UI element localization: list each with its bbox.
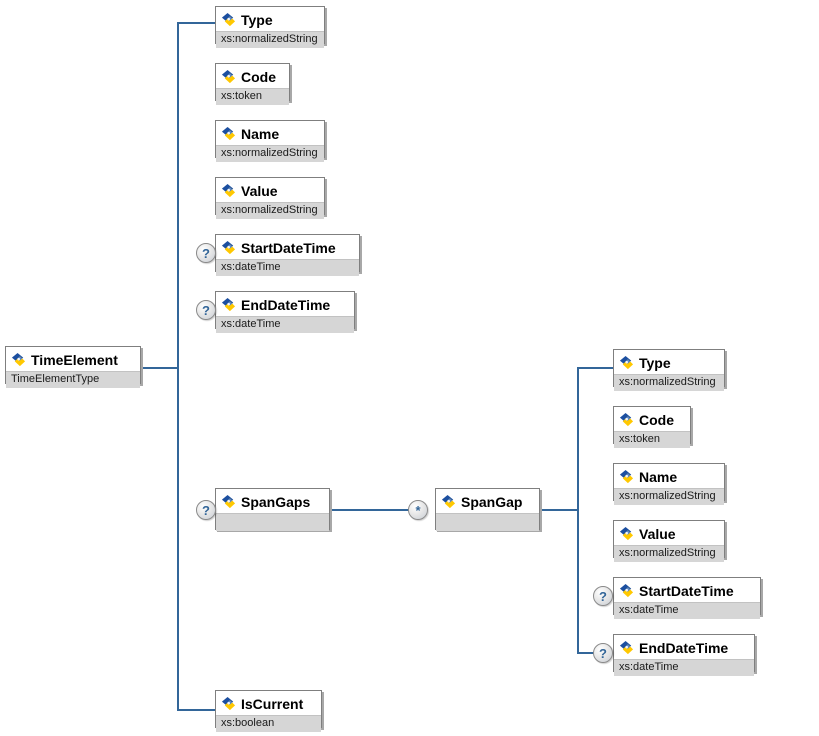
element-type-label: xs:dateTime (216, 259, 359, 276)
element-name: Value (639, 525, 676, 542)
element-name: EndDateTime (639, 639, 729, 656)
connector-spangap-trunk (540, 509, 578, 511)
element-node-value[interactable]: Value xs:normalizedString (215, 177, 325, 219)
element-type-label: xs:dateTime (614, 659, 754, 676)
optional-badge: ? (196, 243, 216, 263)
connector-spangaps-spangap (330, 509, 410, 511)
connector-enddatetime-right (577, 652, 595, 654)
optional-badge: ? (593, 643, 613, 663)
element-name: Code (241, 68, 276, 85)
element-node-code[interactable]: Code xs:token (215, 63, 290, 105)
element-node-enddatetime[interactable]: EndDateTime xs:dateTime (215, 291, 355, 333)
element-type-label: xs:dateTime (216, 316, 354, 333)
element-icon (221, 297, 236, 312)
element-node-spangaps[interactable]: SpanGaps (215, 488, 330, 531)
element-type-label: xs:normalizedString (216, 202, 324, 219)
element-node-spangap-enddatetime[interactable]: EndDateTime xs:dateTime (613, 634, 755, 676)
element-name: EndDateTime (241, 296, 331, 313)
connector-type-right (577, 367, 613, 369)
element-type-label: xs:normalizedString (216, 31, 324, 48)
element-icon (221, 183, 236, 198)
element-name: Code (639, 411, 674, 428)
element-type-label: xs:normalizedString (216, 145, 324, 162)
element-type-label: TimeElementType (6, 371, 140, 388)
element-type-label: xs:dateTime (614, 602, 760, 619)
element-node-spangap-type[interactable]: Type xs:normalizedString (613, 349, 725, 391)
element-node-spangap-value[interactable]: Value xs:normalizedString (613, 520, 725, 562)
connector-iscurrent (177, 709, 215, 711)
optional-badge: ? (593, 586, 613, 606)
element-name: StartDateTime (639, 582, 734, 599)
element-node-spangap-name[interactable]: Name xs:normalizedString (613, 463, 725, 505)
element-icon (619, 583, 634, 598)
element-icon (221, 69, 236, 84)
element-name: Type (241, 11, 273, 28)
element-node-spangap-code[interactable]: Code xs:token (613, 406, 691, 448)
element-node-timeelement[interactable]: TimeElement TimeElementType (5, 346, 141, 388)
element-node-type[interactable]: Type xs:normalizedString (215, 6, 325, 48)
element-type-label: xs:token (216, 88, 289, 105)
element-icon (221, 494, 236, 509)
element-name: StartDateTime (241, 239, 336, 256)
element-icon (619, 526, 634, 541)
element-node-name[interactable]: Name xs:normalizedString (215, 120, 325, 162)
element-name: SpanGaps (241, 493, 311, 510)
element-node-iscurrent[interactable]: IsCurrent xs:boolean (215, 690, 322, 732)
element-node-spangap[interactable]: SpanGap (435, 488, 540, 531)
right-trunk-connector (577, 367, 579, 654)
element-type-label: xs:boolean (216, 715, 321, 732)
element-icon (619, 355, 634, 370)
element-node-spangap-startdatetime[interactable]: StartDateTime xs:dateTime (613, 577, 761, 619)
element-icon (441, 494, 456, 509)
repeat-badge: * (408, 500, 428, 520)
element-type-label: xs:normalizedString (614, 488, 724, 505)
connector-root (140, 367, 179, 369)
element-icon (221, 126, 236, 141)
element-icon (619, 469, 634, 484)
element-icon (221, 240, 236, 255)
element-icon (221, 696, 236, 711)
element-name: Type (639, 354, 671, 371)
element-name: Value (241, 182, 278, 199)
element-name: Name (639, 468, 678, 485)
element-type-label: xs:token (614, 431, 690, 448)
element-icon (619, 412, 634, 427)
left-trunk-connector (177, 22, 179, 711)
element-name: Name (241, 125, 280, 142)
element-name: IsCurrent (241, 695, 304, 712)
element-name: SpanGap (461, 493, 523, 510)
element-name: TimeElement (31, 351, 118, 368)
element-type-label: xs:normalizedString (614, 374, 724, 391)
element-icon (619, 640, 634, 655)
element-icon (221, 12, 236, 27)
connector-type-left (177, 22, 215, 24)
element-icon (11, 352, 26, 367)
optional-badge: ? (196, 500, 216, 520)
element-node-startdatetime[interactable]: StartDateTime xs:dateTime (215, 234, 360, 276)
element-type-label (216, 513, 329, 531)
optional-badge: ? (196, 300, 216, 320)
element-type-label: xs:normalizedString (614, 545, 724, 562)
element-type-label (436, 513, 539, 531)
